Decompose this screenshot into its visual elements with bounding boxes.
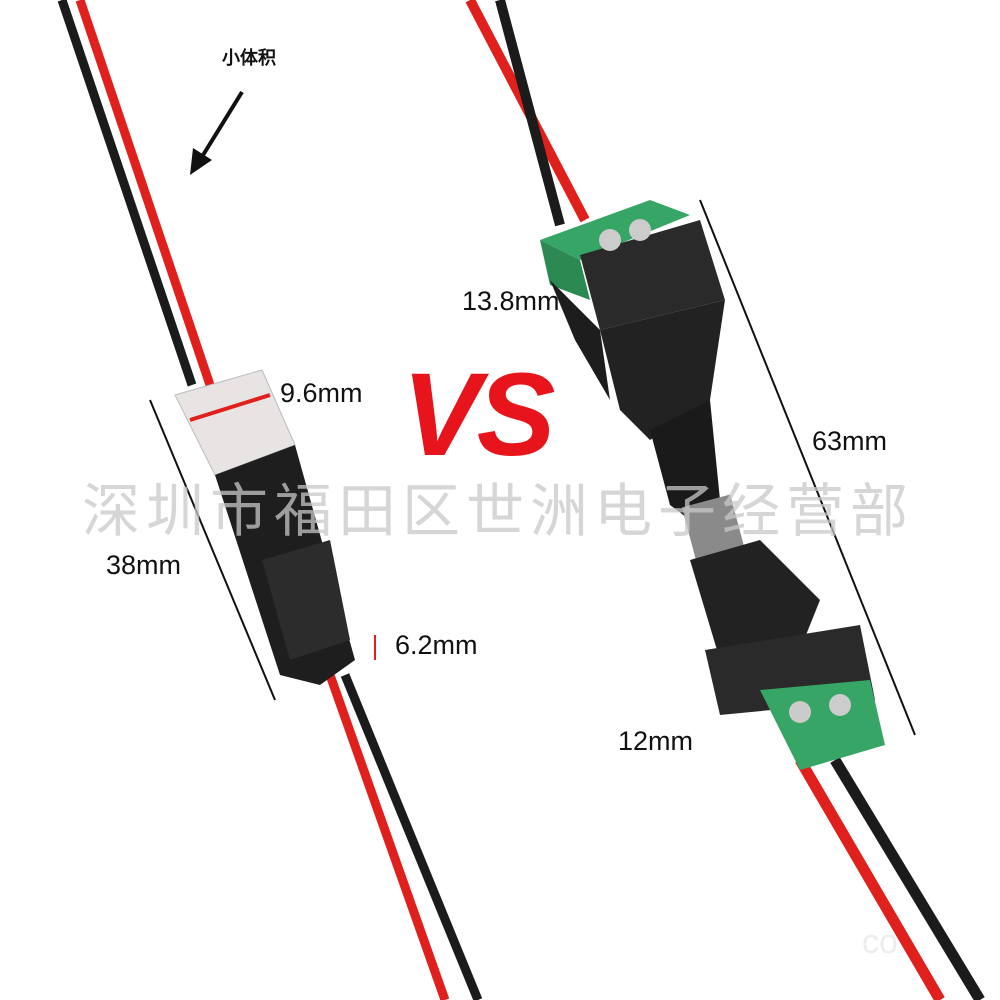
left-length-label: 38mm: [106, 550, 182, 580]
metal-jack-joint: [681, 494, 745, 561]
dimension-lines: [149, 199, 916, 736]
left-compact-connector: [174, 369, 355, 685]
vs-label: VS: [402, 349, 555, 481]
right-bottom-width-label: 12mm: [618, 726, 694, 756]
right-terminal-connector-female: [540, 200, 725, 520]
left-wire-pair-top: [57, 0, 215, 387]
right-terminal-connector-male: [690, 540, 885, 770]
right-wire-pair-top: [465, 0, 590, 227]
right-length-label: 63mm: [812, 426, 888, 456]
shop-watermark: 深圳市福田区世洲电子经营部: [82, 477, 915, 545]
right-wire-pair-bottom: [795, 757, 985, 1000]
right-top-width-label: 13.8mm: [462, 286, 560, 316]
corner-watermark: co: [862, 923, 898, 961]
left-bottom-width-label: 6.2mm: [395, 630, 478, 660]
arrow-icon: [190, 90, 244, 175]
left-wire-pair-bottom: [325, 673, 483, 1000]
left-top-width-label: 9.6mm: [280, 378, 363, 408]
small-size-caption: 小体积: [222, 48, 276, 68]
